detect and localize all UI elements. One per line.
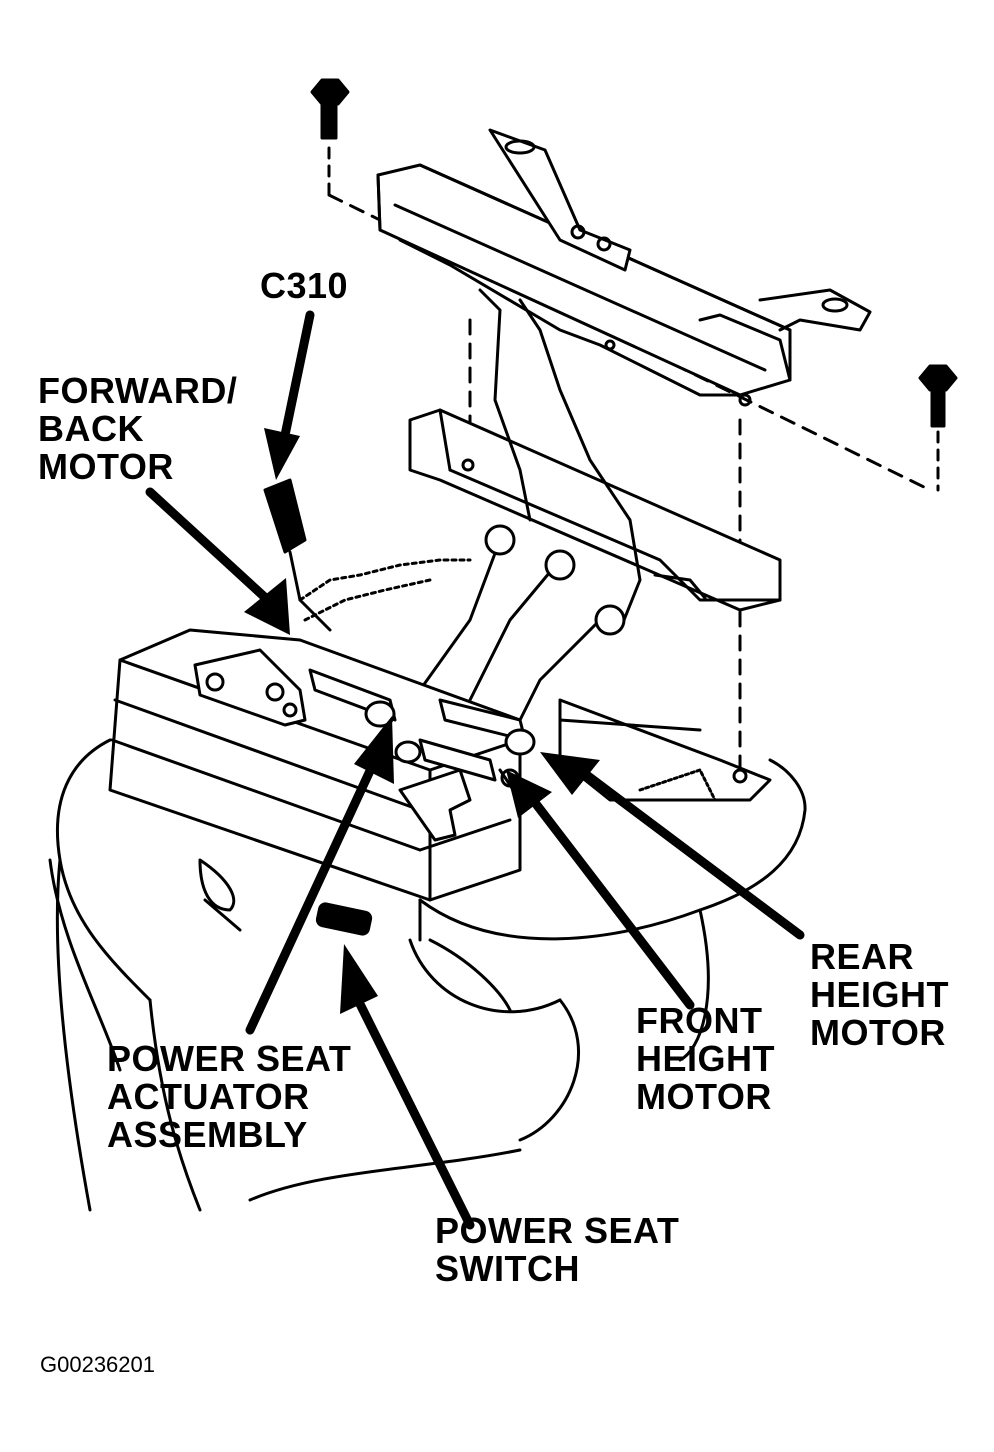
actuator-assembly-label: POWER SEAT ACTUATOR ASSEMBLY: [107, 1040, 351, 1154]
connector-label-line: C310: [260, 265, 349, 306]
label-line: SWITCH: [435, 1248, 580, 1289]
label-line: FRONT: [636, 1000, 763, 1041]
label-line: POWER SEAT: [435, 1210, 680, 1251]
label-line: MOTOR: [636, 1076, 772, 1117]
power-seat-switch: [315, 902, 373, 936]
figure-id: G00236201: [40, 1352, 155, 1377]
label-line: HEIGHT: [810, 974, 950, 1015]
label-line: MOTOR: [38, 446, 174, 487]
connector-label: C310: [260, 267, 348, 305]
label-line: FORWARD/: [38, 370, 238, 411]
label-line: MOTOR: [810, 1012, 946, 1053]
forward-back-motor-label: FORWARD/ BACK MOTOR: [38, 372, 237, 486]
label-line: REAR: [810, 936, 915, 977]
callout-arrows: [145, 310, 805, 1230]
lower-seat-track: [108, 558, 772, 902]
label-line: ASSEMBLY: [107, 1114, 308, 1155]
bolt-right: [918, 364, 958, 492]
upper-seat-track: [376, 128, 872, 407]
label-line: ACTUATOR: [107, 1076, 310, 1117]
rear-height-motor-label: REAR HEIGHT MOTOR: [810, 938, 949, 1052]
bolt-left: [310, 78, 350, 197]
label-line: BACK: [38, 408, 144, 449]
seat-cushion: [48, 738, 807, 1212]
label-line: POWER SEAT: [107, 1038, 352, 1079]
mounting-plate: [408, 408, 782, 612]
front-height-motor-label: FRONT HEIGHT MOTOR: [636, 1002, 775, 1116]
power-seat-switch-label: POWER SEAT SWITCH: [435, 1212, 679, 1288]
label-line: HEIGHT: [636, 1038, 776, 1079]
